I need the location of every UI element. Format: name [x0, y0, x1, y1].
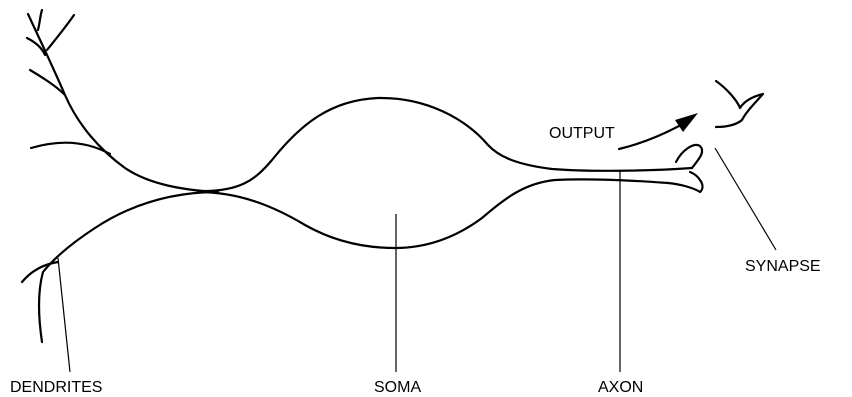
soma-label: SOMA	[374, 379, 421, 396]
output-arrow-shaft	[617, 124, 681, 151]
dendrite-branch-c	[25, 36, 47, 57]
dendrite-branch-b	[45, 13, 76, 52]
dendrite-branch-f	[20, 260, 60, 284]
output-arrow	[617, 113, 698, 151]
axon-label: AXON	[598, 379, 643, 396]
output-label: OUTPUT	[549, 125, 615, 142]
dendrite-branch-a	[36, 8, 44, 32]
soma-upper-contour	[196, 96, 694, 193]
upper-dendrites	[25, 8, 217, 194]
upper-dendrite-trunk	[26, 12, 217, 194]
synapse-leader	[714, 147, 777, 251]
terminal-bulb-upper	[674, 143, 704, 170]
dendrite-branch-d	[28, 68, 67, 97]
soma-body	[196, 96, 694, 250]
lower-dendrite-trunk	[38, 190, 220, 344]
soma-lower-contour	[196, 178, 670, 250]
terminal-bulb-lower	[666, 170, 704, 194]
synapse-label: SYNAPSE	[745, 258, 821, 275]
lower-dendrites	[20, 190, 220, 344]
dendrite-branch-e	[29, 141, 112, 156]
dendrites-label: DENDRITES	[10, 379, 102, 396]
dendrites-leader	[57, 257, 71, 373]
output-arrow-head	[675, 113, 698, 132]
axon-terminal	[666, 143, 704, 194]
postsynaptic-terminal	[714, 79, 765, 129]
